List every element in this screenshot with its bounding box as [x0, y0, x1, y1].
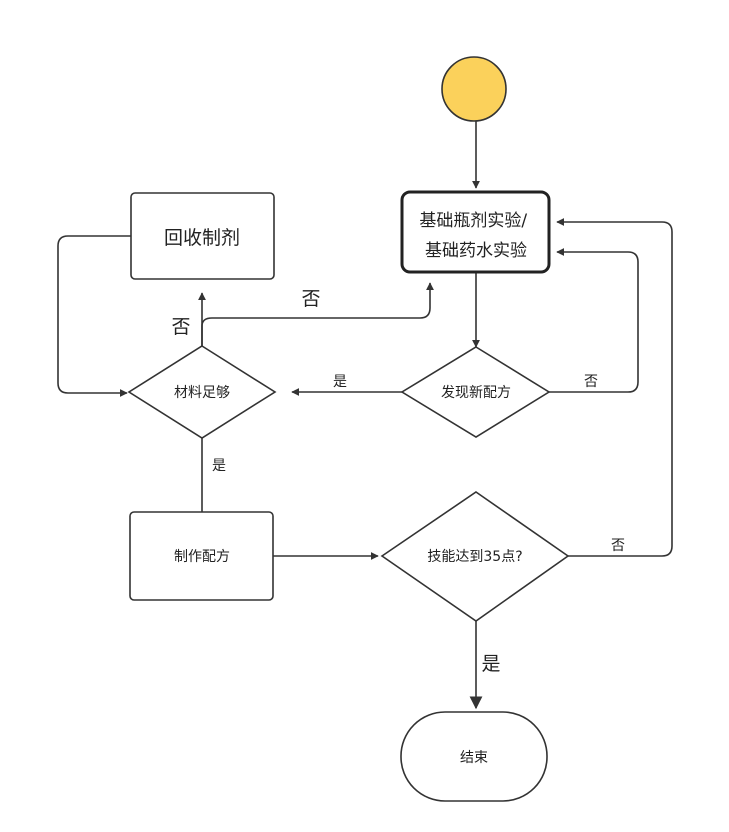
skill-label: 技能达到35点? [427, 549, 522, 565]
craft-label: 制作配方 [174, 549, 230, 565]
enough-label: 材料足够 [174, 385, 230, 401]
edge-skill-no-loop [556, 218, 673, 557]
edge-label-enough-no-left: 否 [171, 316, 190, 338]
experiment-line-2: 基础药水实验 [425, 241, 527, 261]
edge-label-discover-yes: 是 [333, 374, 347, 390]
edge-enough-no-to-experiment [201, 282, 434, 346]
edge-label-enough-no-upper: 否 [301, 288, 320, 310]
end-label: 结束 [460, 750, 488, 766]
end-node: 结束 [400, 711, 548, 802]
edge-label-enough-yes: 是 [212, 458, 226, 474]
experiment-line-1: 基础瓶剂实验/ [419, 211, 527, 231]
craft-node: 制作配方 [129, 511, 274, 601]
recycle-node: 回收制剂 [130, 192, 275, 280]
discover-decision-node: 发现新配方 [400, 346, 551, 438]
enough-decision-node: 材料足够 [127, 345, 277, 439]
skill-decision-node: 技能达到35点? [380, 491, 570, 622]
edge-label-skill-yes: 是 [481, 653, 500, 675]
start-node [441, 56, 507, 122]
svg-text:基础瓶剂实验/ 基础药水实验: 基础瓶剂实验/ 基础药水实验 [419, 211, 532, 261]
edge-label-skill-no: 否 [611, 538, 625, 554]
edge-label-discover-no: 否 [584, 374, 598, 390]
experiment-node: 基础瓶剂实验/ 基础药水实验 [400, 190, 551, 274]
discover-label: 发现新配方 [441, 385, 511, 401]
edge-discover-no-loop [549, 248, 639, 393]
recycle-label: 回收制剂 [164, 227, 240, 249]
edge-recycle-to-enough [57, 235, 131, 397]
edges [57, 120, 673, 710]
